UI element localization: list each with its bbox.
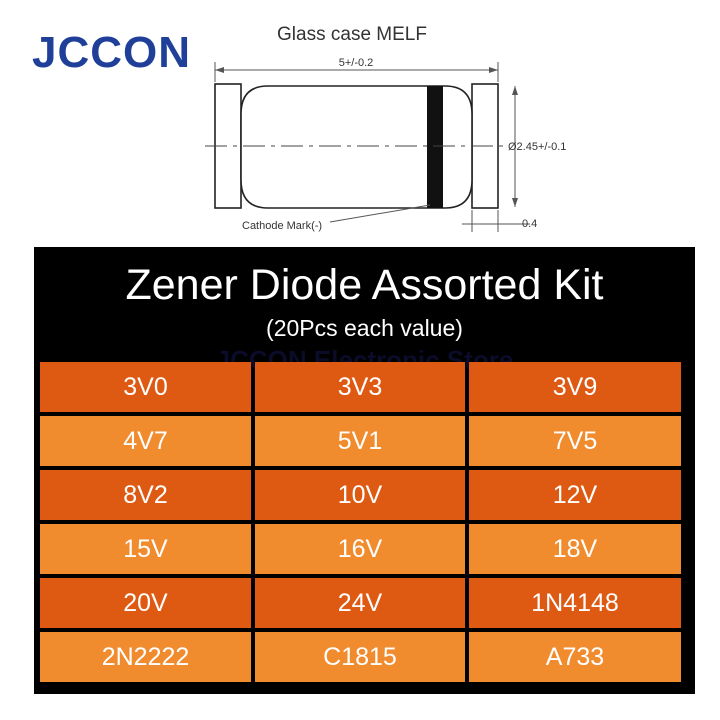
diameter-dimension: Ø2.45+/-0.1 xyxy=(508,141,566,153)
value-cell: 12V xyxy=(469,470,681,520)
value-grid: 3V0 3V3 3V9 4V7 5V1 7V5 8V2 10V 12V 15V … xyxy=(40,362,689,689)
value-cell: 16V xyxy=(255,524,465,574)
panel-subtitle: (20Pcs each value) xyxy=(266,315,463,341)
panel-title: Zener Diode Assorted Kit xyxy=(125,261,604,309)
value-cell: 3V0 xyxy=(40,362,251,412)
value-cell: 8V2 xyxy=(40,470,251,520)
kit-panel: Zener Diode Assorted Kit (20Pcs each val… xyxy=(34,247,695,694)
melf-package-diagram: Glass case MELF 5+/-0.2 Ø2.45+/-0.1 0.4 … xyxy=(205,24,566,232)
value-cell: 15V xyxy=(40,524,251,574)
value-cell: 3V3 xyxy=(255,362,465,412)
value-cell: 24V xyxy=(255,578,465,628)
value-cell: 18V xyxy=(469,524,681,574)
cathode-mark-label: Cathode Mark(-) xyxy=(242,220,322,232)
value-cell: A733 xyxy=(469,632,681,682)
brand-logo: JCCON xyxy=(32,28,192,77)
glass-body xyxy=(240,85,473,209)
value-cell: 10V xyxy=(255,470,465,520)
value-cell: 20V xyxy=(40,578,251,628)
value-cell: 4V7 xyxy=(40,416,251,466)
diagram-title: Glass case MELF xyxy=(277,24,427,45)
value-cell: 1N4148 xyxy=(469,578,681,628)
cathode-band xyxy=(427,86,443,208)
value-cell: 2N2222 xyxy=(40,632,251,682)
length-dimension: 5+/-0.2 xyxy=(339,57,374,69)
value-cell: C1815 xyxy=(255,632,465,682)
value-cell: 3V9 xyxy=(469,362,681,412)
cap-dimension: 0.4 xyxy=(522,218,537,230)
value-cell: 5V1 xyxy=(255,416,465,466)
value-cell: 7V5 xyxy=(469,416,681,466)
